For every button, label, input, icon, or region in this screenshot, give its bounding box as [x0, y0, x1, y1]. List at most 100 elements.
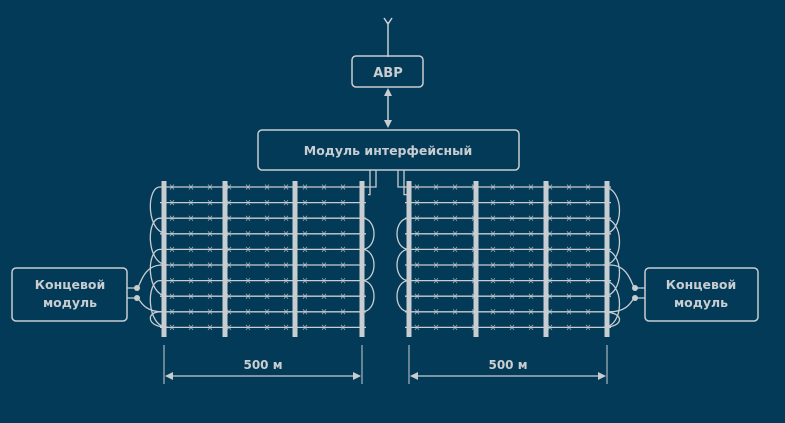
connector-dot-icon [134, 285, 140, 291]
barb-mark [528, 184, 534, 190]
barb-mark [321, 324, 327, 331]
barb-mark [245, 262, 251, 268]
barb-mark [452, 262, 458, 268]
barb-mark [245, 324, 251, 331]
barb-mark [207, 293, 213, 299]
barb-mark [283, 277, 289, 284]
barb-mark [547, 277, 553, 284]
barb-mark [245, 293, 251, 299]
barb-mark [414, 184, 420, 190]
barb-mark [452, 293, 458, 299]
right-terminal-label-2: модуль [674, 295, 728, 310]
barb-mark [302, 262, 308, 268]
terminal-link-left [127, 264, 163, 313]
barb-mark [283, 246, 289, 253]
barb-mark [169, 309, 175, 315]
barb-mark [528, 231, 534, 237]
barb-mark [245, 184, 251, 190]
wire-loop [361, 217, 375, 251]
barb-mark [169, 293, 175, 299]
barb-mark [509, 246, 515, 253]
barb-mark [302, 277, 308, 284]
barb-mark [321, 262, 327, 268]
barb-mark [169, 199, 175, 206]
left-terminal-label-2: модуль [43, 295, 97, 310]
barb-mark [169, 231, 175, 237]
barb-mark [188, 293, 194, 299]
barb-mark [585, 184, 591, 190]
barb-mark [207, 246, 213, 253]
fence-post [222, 181, 228, 337]
barb-mark [283, 231, 289, 237]
barb-mark [585, 324, 591, 331]
barb-mark [340, 309, 346, 315]
barb-mark [321, 199, 327, 206]
barb-mark [340, 293, 346, 299]
barb-mark [340, 184, 346, 190]
barb-mark [340, 246, 346, 253]
barb-mark [245, 246, 251, 253]
barb-mark [169, 184, 175, 190]
barb-mark [245, 199, 251, 206]
barb-mark [547, 184, 553, 190]
barb-mark [264, 309, 270, 315]
barb-mark [566, 309, 572, 315]
barb-mark [188, 262, 194, 268]
barb-mark [547, 215, 553, 221]
barb-mark [207, 199, 213, 206]
connector-dot-icon [632, 285, 638, 291]
barb-mark [509, 293, 515, 299]
barb-mark [452, 309, 458, 315]
barb-mark [490, 324, 496, 331]
barb-mark [283, 199, 289, 206]
barb-mark [585, 199, 591, 206]
barb-mark [188, 246, 194, 253]
barb-mark [207, 231, 213, 237]
fence-post [473, 181, 479, 337]
barb-mark [321, 184, 327, 190]
barb-mark [490, 215, 496, 221]
barb-mark [509, 324, 515, 331]
barb-mark [433, 324, 439, 331]
barb-mark [302, 246, 308, 253]
barb-mark [264, 324, 270, 331]
barb-mark [452, 184, 458, 190]
barb-mark [302, 293, 308, 299]
barb-mark [452, 231, 458, 237]
barb-mark [509, 231, 515, 237]
barb-mark [226, 215, 232, 221]
barb-mark [321, 309, 327, 315]
barb-mark [433, 277, 439, 284]
barb-mark [283, 324, 289, 331]
barb-mark [433, 246, 439, 253]
barb-mark [585, 309, 591, 315]
barb-mark [207, 309, 213, 315]
barb-mark [509, 262, 515, 268]
barb-mark [528, 309, 534, 315]
barb-mark [547, 246, 553, 253]
fence-post [604, 181, 610, 337]
connector-dot-icon [632, 295, 638, 301]
barb-mark [207, 184, 213, 190]
barb-mark [226, 199, 232, 206]
barb-mark [414, 277, 420, 284]
barb-mark [452, 246, 458, 253]
wire-loop [396, 217, 410, 251]
interface-module-box [257, 129, 520, 171]
barb-mark [264, 184, 270, 190]
barb-mark [226, 324, 232, 331]
barb-mark [283, 184, 289, 190]
barb-mark [490, 293, 496, 299]
barb-mark [226, 277, 232, 284]
left-terminal-box [11, 267, 128, 322]
barb-mark [547, 199, 553, 206]
interface-link-right [397, 170, 408, 196]
fence-post [359, 181, 365, 337]
barb-mark [547, 324, 553, 331]
barb-mark [302, 199, 308, 206]
interface-link-left [364, 170, 377, 196]
antenna-icon [383, 17, 393, 26]
wire-loop [396, 248, 410, 282]
right-terminal-label-1: Концевой [666, 277, 736, 292]
